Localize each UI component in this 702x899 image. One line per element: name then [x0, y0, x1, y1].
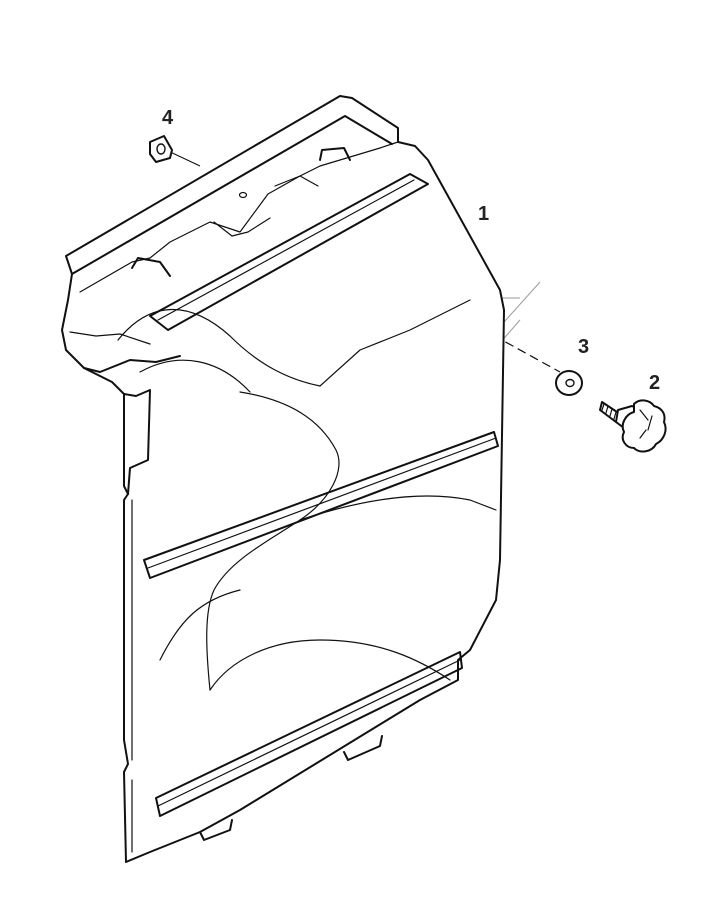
callout-washer-label: 3: [578, 336, 589, 358]
callout-clip-label: 4: [162, 107, 174, 129]
callout-panel-label: 1: [478, 203, 489, 225]
knob-screw-part: [599, 399, 667, 453]
door-trim-panel: [61, 95, 505, 863]
panel-hole: [238, 191, 248, 199]
clip-part: [149, 135, 173, 163]
washer-part: [555, 370, 583, 396]
callout-knob-label: 2: [649, 372, 660, 394]
